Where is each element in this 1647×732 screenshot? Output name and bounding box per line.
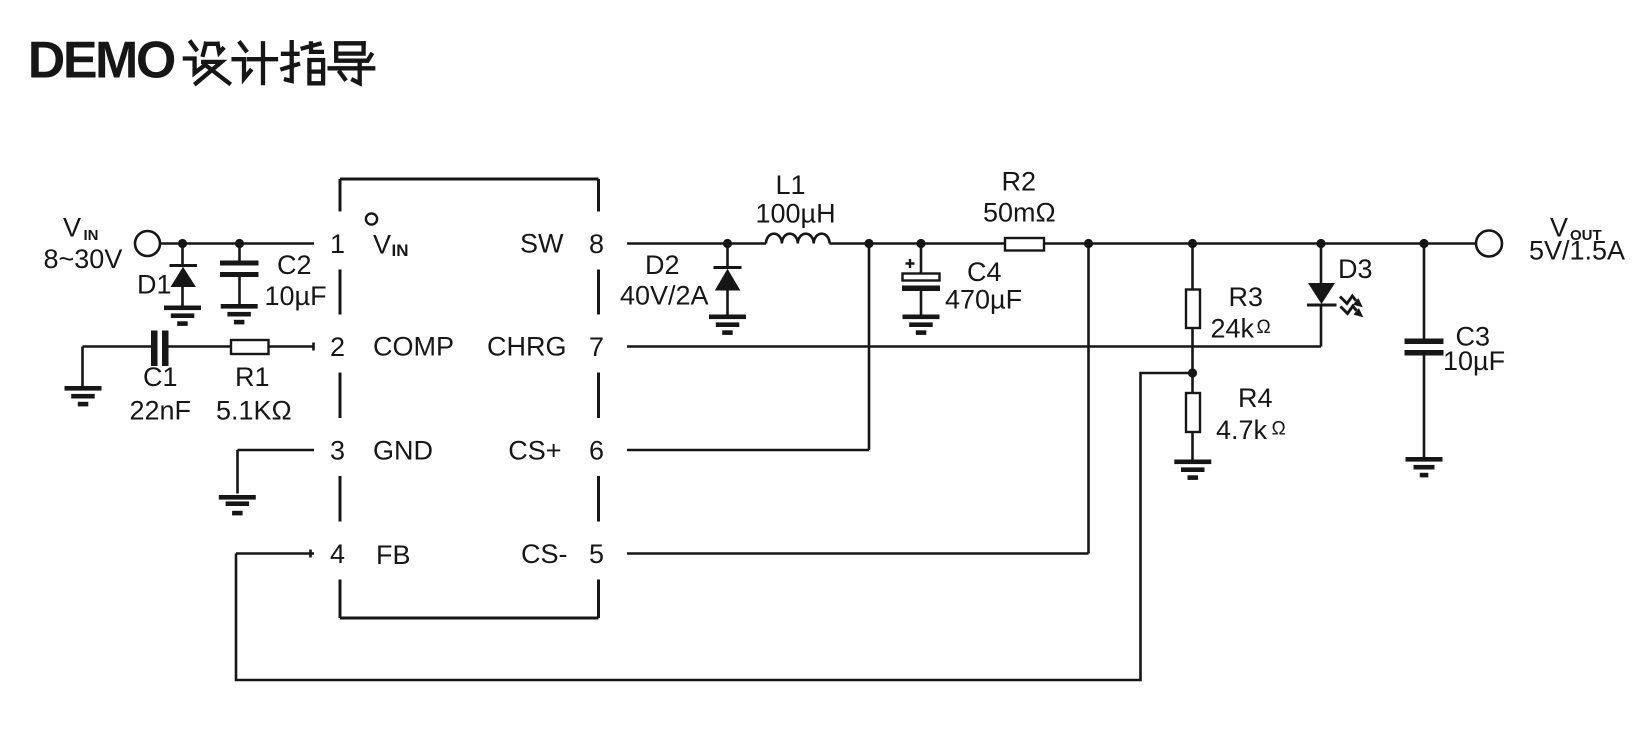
svg-text:CS-: CS- [521, 539, 568, 569]
svg-text:COMP: COMP [373, 332, 454, 362]
svg-text:50mΩ: 50mΩ [983, 198, 1056, 228]
svg-text:GND: GND [373, 436, 433, 466]
svg-text:Ω: Ω [1257, 317, 1271, 338]
svg-text:SW: SW [520, 229, 564, 259]
svg-text:5: 5 [589, 539, 604, 569]
svg-text:2: 2 [330, 332, 345, 362]
svg-text:R3: R3 [1229, 282, 1264, 312]
svg-text:L1: L1 [776, 170, 806, 200]
svg-text:40V/2A: 40V/2A [620, 281, 709, 311]
svg-text:R4: R4 [1238, 383, 1273, 413]
svg-text:D3: D3 [1338, 254, 1373, 284]
svg-text:DEMO: DEMO [28, 32, 175, 90]
svg-text:100µH: 100µH [756, 199, 836, 229]
svg-text:5.1KΩ: 5.1KΩ [216, 396, 292, 426]
svg-text:R2: R2 [1002, 167, 1037, 197]
svg-text:7: 7 [589, 332, 604, 362]
svg-text:D1: D1 [137, 270, 172, 300]
svg-text:4: 4 [330, 539, 345, 569]
svg-text:8: 8 [589, 229, 604, 259]
svg-text:24k: 24k [1211, 314, 1255, 344]
svg-text:10µF: 10µF [265, 281, 327, 311]
svg-text:V: V [1550, 213, 1568, 243]
svg-text:22nF: 22nF [130, 396, 192, 426]
svg-text:IN: IN [392, 241, 409, 260]
svg-text:IN: IN [84, 227, 99, 244]
svg-text:C3: C3 [1456, 322, 1491, 352]
svg-text:C4: C4 [967, 257, 1002, 287]
svg-text:10µF: 10µF [1443, 346, 1505, 376]
svg-text:C2: C2 [277, 250, 312, 280]
svg-text:1: 1 [330, 229, 345, 259]
svg-text:3: 3 [330, 436, 345, 466]
svg-text:CS+: CS+ [508, 436, 561, 466]
svg-text:D2: D2 [645, 250, 680, 280]
svg-text:FB: FB [376, 540, 411, 570]
svg-text:470µF: 470µF [945, 285, 1022, 315]
svg-text:4.7k: 4.7k [1216, 415, 1268, 445]
svg-text:5V/1.5A: 5V/1.5A [1529, 236, 1625, 266]
svg-text:OUT: OUT [1570, 227, 1602, 244]
svg-text:V: V [373, 230, 391, 260]
svg-text:6: 6 [589, 436, 604, 466]
svg-text:Ω: Ω [1272, 419, 1286, 440]
svg-text:V: V [63, 213, 81, 243]
svg-text:8~30V: 8~30V [44, 244, 123, 274]
svg-text:CHRG: CHRG [487, 332, 567, 362]
svg-text:R1: R1 [235, 362, 270, 392]
svg-text:C1: C1 [143, 362, 178, 392]
